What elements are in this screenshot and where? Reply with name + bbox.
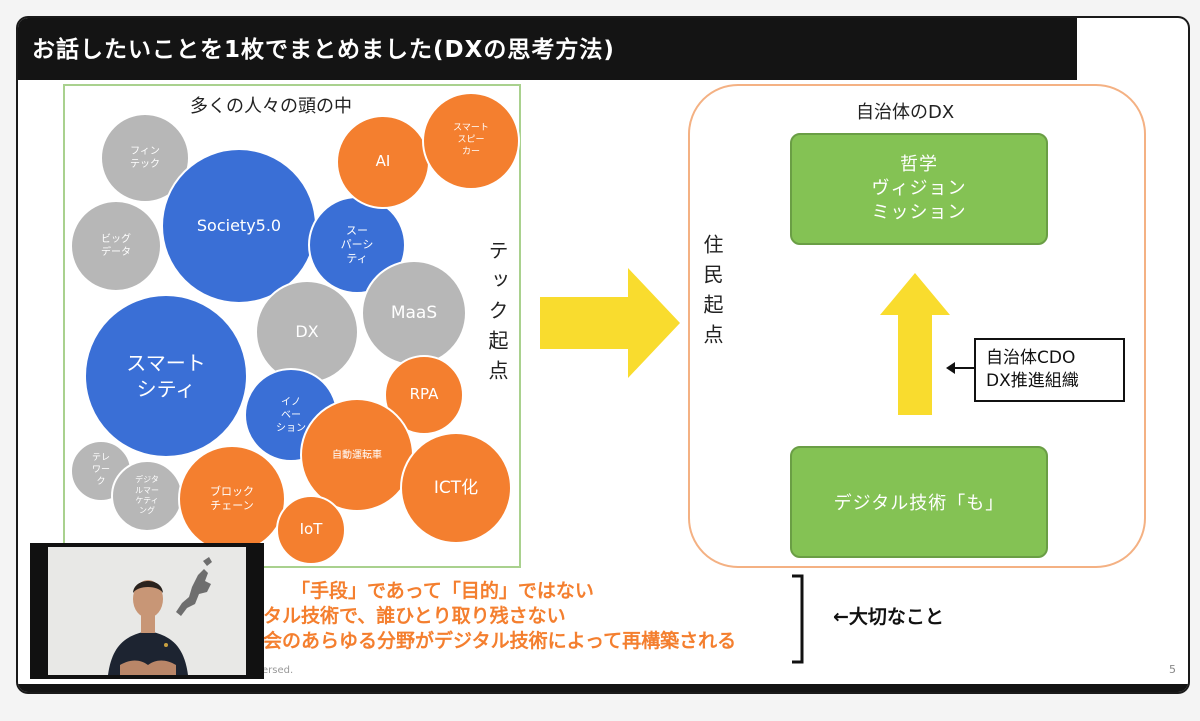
cdo-line-1: 自治体CDO (986, 348, 1076, 369)
bubble-smart-speaker: スマート スピー カー (422, 92, 520, 190)
digital-tech-box: デジタル技術「も」 (790, 446, 1048, 558)
copyright-text: ersed. (262, 665, 294, 676)
bubble-digital-marketing: デジタ ルマー ケティ ング (111, 460, 183, 532)
presenter-video-frame (48, 547, 246, 675)
tech-origin-label: テック起点 (485, 240, 509, 390)
bubble-blockchain: ブロック チェーン (178, 445, 286, 553)
tech-panel-heading: 多くの人々の頭の中 (190, 96, 352, 117)
philosophy-box: 哲学 ヴィジョン ミッション (790, 133, 1048, 245)
slide-title: お話したいことを1枚でまとめました(DXの思考方法) (18, 18, 1077, 80)
cdo-line-2: DX推進組織 (986, 371, 1079, 391)
brace-icon (792, 574, 804, 664)
bubble-bigdata: ビッグ データ (70, 200, 162, 292)
cdo-box: 自治体CDO DX推進組織 (974, 338, 1125, 402)
page-number: 5 (1169, 663, 1176, 676)
summary-line-2: タル技術で、誰ひとり取り残さない (263, 605, 566, 627)
bottom-bar (18, 684, 1188, 692)
bubble-autonomous-car: 自動運転車 (300, 398, 414, 512)
bubble-ict: ICT化 (400, 432, 512, 544)
bubble-dx: DX (255, 280, 359, 384)
summary-line-1: 「手段」であって「目的」ではない (291, 580, 594, 602)
bubble-society50: Society5.0 (161, 148, 317, 304)
summary: 「手段」であって「目的」ではない タル技術で、誰ひとり取り残さない 会のあらゆる… (263, 579, 736, 654)
left-arrow-icon (946, 362, 974, 374)
resident-origin-label: 住民起点 (700, 234, 724, 354)
dx-panel-heading: 自治体のDX (856, 102, 955, 123)
bubble-ai: AI (336, 115, 430, 209)
presenter-image (48, 547, 246, 675)
arrow-up-icon (880, 273, 950, 415)
arrow-right-icon (540, 268, 680, 378)
summary-line-3: 会のあらゆる分野がデジタル技術によって再構築される (263, 630, 737, 652)
bubble-maas: MaaS (361, 260, 467, 366)
bubble-iot: IoT (276, 495, 346, 565)
bubble-fintech: フィン テック (100, 113, 190, 203)
slide-frame: お話したいことを1枚でまとめました(DXの思考方法) 多くの人々の頭の中 フィン… (18, 18, 1188, 692)
important-label: ←大切なこと (833, 606, 944, 628)
presenter-video[interactable] (30, 543, 264, 679)
bubble-smart-city: スマート シティ (84, 294, 248, 458)
